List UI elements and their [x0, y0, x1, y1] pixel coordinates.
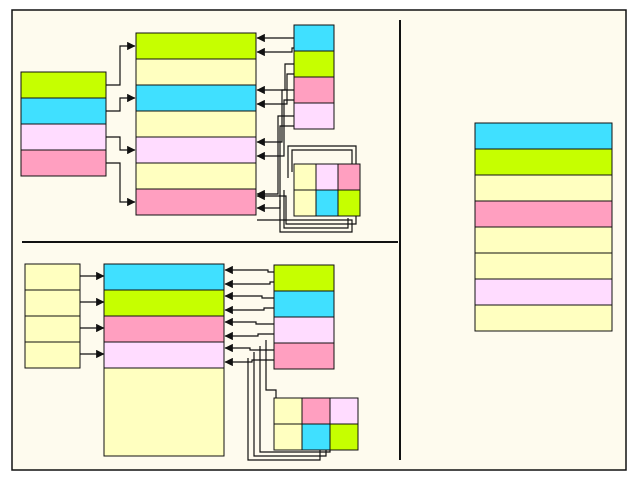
- bl-grid-cell-1: [273, 397, 303, 425]
- tl-source-arrow-1: [106, 41, 136, 86]
- memory-blocks: [20, 24, 613, 457]
- bl-palette-column-cell-1: [273, 264, 335, 292]
- bl-grid: [273, 397, 359, 451]
- bl-source-block-cell-3: [24, 315, 81, 343]
- tl-source-block-cell-2: [20, 97, 107, 125]
- bl-grid-route-3: [253, 352, 327, 457]
- tl-target-block-cell-3: [135, 84, 257, 112]
- bl-grid-cell-3: [329, 397, 359, 425]
- tl-source-arrow-3: [106, 136, 136, 155]
- tl-grid-cell-1: [293, 163, 317, 191]
- bl-target-block: [103, 263, 225, 457]
- bl-source-block: [24, 263, 81, 369]
- tl-target-block-cell-7: [135, 188, 257, 216]
- tl-grid: [293, 163, 361, 217]
- tl-palette-column-cell-1: [293, 24, 335, 52]
- right-result-column-cell-1: [474, 122, 613, 150]
- bl-target-block-cell-3: [103, 315, 225, 343]
- bl-source-block-cell-1: [24, 263, 81, 291]
- bl-source-block-cell-4: [24, 341, 81, 369]
- tl-target-block-cell-1: [135, 32, 257, 60]
- right-result-column-cell-7: [474, 278, 613, 306]
- bl-grid-route-1: [265, 340, 277, 398]
- tl-target-block-cell-5: [135, 136, 257, 164]
- tl-palette-arrow-4a: [256, 115, 294, 199]
- tl-target-block-cell-4: [135, 110, 257, 138]
- bl-target-block-cell-5: [103, 367, 225, 457]
- tl-grid-route-4: [257, 200, 353, 233]
- bl-grid-cell-6: [329, 423, 359, 451]
- bl-palette-arrow-2a: [224, 291, 274, 301]
- tl-palette-arrow-4b: [256, 125, 294, 213]
- tl-palette-column: [293, 24, 335, 130]
- bl-grid-cell-2: [301, 397, 331, 425]
- tl-palette-column-cell-4: [293, 102, 335, 130]
- bl-palette-column-cell-3: [273, 316, 335, 344]
- right-result-column-cell-4: [474, 200, 613, 228]
- bl-target-block-cell-2: [103, 289, 225, 317]
- bl-grid-route-4: [247, 358, 321, 461]
- bl-target-block-cell-4: [103, 341, 225, 369]
- tl-source-block: [20, 71, 107, 177]
- tl-palette-arrow-2b: [256, 73, 294, 109]
- tl-palette-arrow-2a: [256, 63, 294, 95]
- tl-source-arrow-2: [106, 93, 136, 112]
- tl-grid-cell-2: [315, 163, 339, 191]
- tl-grid-cell-6: [337, 189, 361, 217]
- right-result-column-cell-5: [474, 226, 613, 254]
- right-result-column-cell-8: [474, 304, 613, 332]
- right-result-column-cell-6: [474, 252, 613, 280]
- bl-palette-arrow-1a: [224, 265, 274, 275]
- tl-grid-cell-4: [293, 189, 317, 217]
- tl-palette-arrow-3b: [256, 99, 294, 161]
- tl-target-block-cell-2: [135, 58, 257, 86]
- tl-grid-route-2: [256, 145, 357, 225]
- bl-palette-arrow-4b: [224, 357, 274, 367]
- bl-palette-arrow-3a: [224, 317, 274, 327]
- bl-palette-arrow-2b: [224, 305, 274, 315]
- tl-target-block-cell-6: [135, 162, 257, 190]
- tl-palette-column-cell-3: [293, 76, 335, 104]
- bl-grid-cell-5: [301, 423, 331, 451]
- bl-target-block-cell-1: [103, 263, 225, 291]
- tl-source-block-cell-4: [20, 149, 107, 177]
- right-result-column-cell-2: [474, 148, 613, 176]
- tl-source-block-cell-3: [20, 123, 107, 151]
- tl-grid-route-1: [291, 149, 353, 172]
- bl-palette-column: [273, 264, 335, 370]
- bl-palette-arrow-3b: [224, 331, 274, 341]
- tl-grid-route-3: [283, 190, 349, 229]
- right-result-column: [474, 122, 613, 332]
- tl-palette-arrow-1b: [256, 47, 294, 57]
- tl-grid-cell-5: [315, 189, 339, 217]
- bl-source-block-cell-2: [24, 289, 81, 317]
- tl-source-arrow-4: [106, 162, 136, 207]
- tl-grid-cell-3: [337, 163, 361, 191]
- bl-palette-column-cell-4: [273, 342, 335, 370]
- connector-lines: [80, 33, 357, 461]
- tl-source-block-cell-1: [20, 71, 107, 99]
- tl-palette-column-cell-2: [293, 50, 335, 78]
- bl-palette-column-cell-2: [273, 290, 335, 318]
- bl-grid-route-2: [259, 346, 331, 453]
- bl-palette-arrow-1b: [224, 279, 274, 289]
- bl-palette-arrow-4a: [224, 343, 274, 353]
- bl-grid-cell-4: [273, 423, 303, 451]
- right-result-column-cell-3: [474, 174, 613, 202]
- tl-target-block: [135, 32, 257, 216]
